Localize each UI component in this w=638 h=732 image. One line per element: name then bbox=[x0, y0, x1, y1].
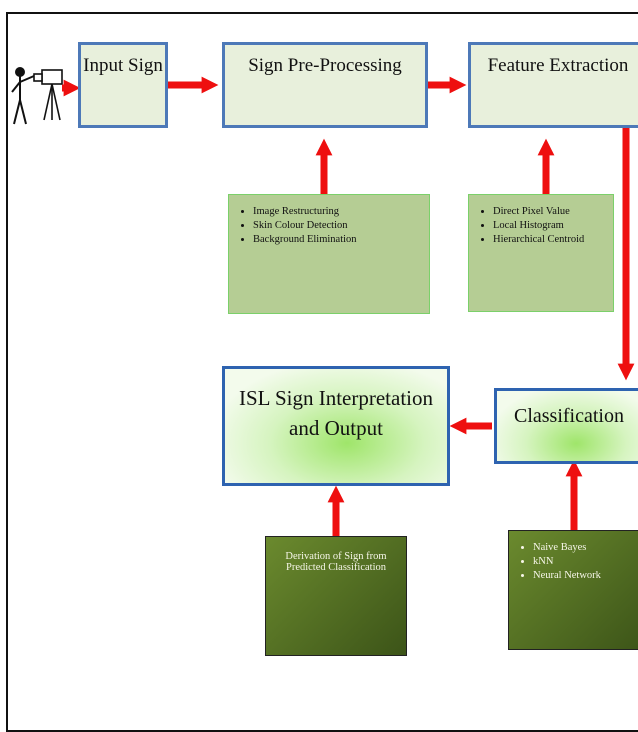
person-signing-icon bbox=[11, 67, 35, 125]
interpretation-box: ISL Sign Interpretation and Output bbox=[222, 366, 450, 486]
preprocessing-label: Sign Pre-Processing bbox=[248, 55, 402, 76]
derivation-line1: Derivation of Sign from bbox=[285, 551, 387, 562]
feature-methods-note: Direct Pixel Value Local Histogram Hiera… bbox=[468, 194, 614, 312]
list-item: Naive Bayes bbox=[533, 541, 638, 554]
list-item: Image Restructuring bbox=[253, 205, 429, 218]
feature-extraction-box: Feature Extraction bbox=[468, 42, 638, 128]
classification-label: Classification bbox=[514, 405, 624, 427]
list-item: Skin Colour Detection bbox=[253, 219, 429, 232]
feature-extraction-label: Feature Extraction bbox=[487, 55, 629, 76]
list-item: kNN bbox=[533, 555, 638, 568]
preprocessing-methods-note: Image Restructuring Skin Colour Detectio… bbox=[228, 194, 430, 314]
classification-box: Classification bbox=[494, 388, 638, 464]
classifier-methods-note: Naive Bayes kNN Neural Network bbox=[508, 530, 638, 650]
interpretation-label-line2: and Output bbox=[289, 416, 383, 440]
camera-tripod-icon bbox=[33, 69, 63, 121]
interpretation-label-line1: ISL Sign Interpretation bbox=[238, 386, 433, 410]
preprocessing-box: Sign Pre-Processing bbox=[222, 42, 428, 128]
derivation-line2: Predicted Classification bbox=[285, 562, 387, 573]
list-item: Direct Pixel Value bbox=[493, 205, 613, 218]
input-sign-label: Input Sign bbox=[83, 55, 163, 76]
list-item: Neural Network bbox=[533, 569, 638, 582]
list-item: Background Elimination bbox=[253, 233, 429, 246]
list-item: Local Histogram bbox=[493, 219, 613, 232]
derivation-note: Derivation of Sign from Predicted Classi… bbox=[265, 536, 407, 656]
input-sign-box: Input Sign bbox=[78, 42, 168, 128]
list-item: Hierarchical Centroid bbox=[493, 233, 613, 246]
